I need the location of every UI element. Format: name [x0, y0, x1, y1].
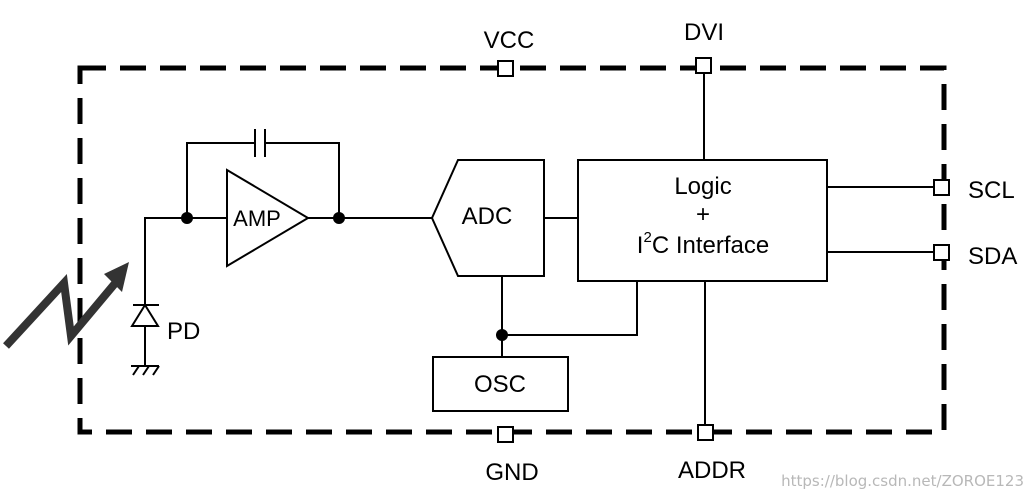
gnd-pin: [497, 426, 514, 443]
logic-label: Logic: [674, 173, 731, 200]
i2c-interface-label: I2C Interface: [637, 229, 769, 259]
addr-pin: [697, 424, 714, 441]
logic-plus-label: +: [696, 201, 710, 228]
gnd-label: GND: [485, 459, 538, 486]
ground-icon: [131, 365, 160, 376]
watermark: https://blog.csdn.net/ZOROE123: [781, 472, 1024, 490]
pd-amp-wire: [144, 217, 227, 305]
scl-label: SCL: [968, 177, 1015, 204]
dvi-pin: [695, 57, 712, 74]
sda-label: SDA: [968, 243, 1017, 270]
light-arrow-icon: [3, 262, 129, 349]
vcc-label: VCC: [484, 27, 535, 54]
dvi-label: DVI: [684, 19, 724, 46]
osc-block: [432, 356, 569, 412]
addr-label: ADDR: [678, 457, 746, 484]
osc-logic-wire: [502, 281, 638, 336]
feedback-wire-left: [186, 142, 255, 218]
photodiode: [130, 303, 160, 366]
scl-pin: [933, 179, 950, 196]
feedback-wire-right: [265, 142, 340, 218]
amp-label: AMP: [233, 206, 281, 231]
logic-block: [577, 159, 828, 282]
i2c-i: I: [637, 232, 644, 259]
osc-junction-dot: [496, 329, 508, 341]
adc-label: ADC: [462, 203, 513, 230]
sda-pin: [933, 244, 950, 261]
i2c-rest: C Interface: [652, 232, 769, 259]
osc-label: OSC: [474, 371, 526, 398]
pd-label: PD: [167, 318, 200, 345]
vcc-pin: [497, 60, 514, 77]
i2c-superscript: 2: [643, 229, 651, 246]
